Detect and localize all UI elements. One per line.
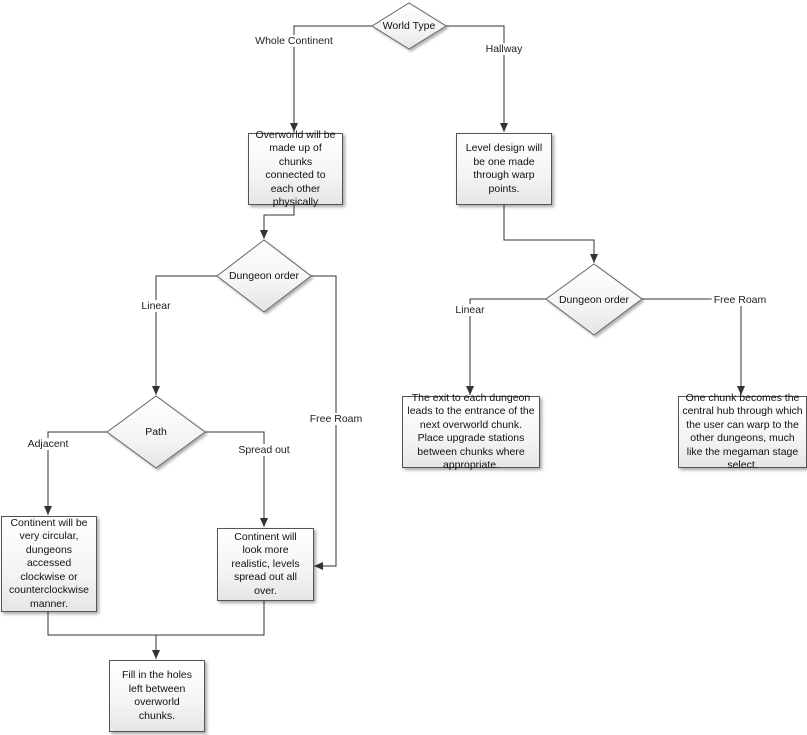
level-design-box: Level design will be one made through wa… — [456, 133, 552, 205]
hallway-label: Hallway — [483, 43, 525, 55]
world-type-label: World Type — [382, 20, 436, 32]
spread-out-label: Spread out — [236, 444, 292, 456]
exit-each-dungeon-box: The exit to each dungeon leads to the en… — [402, 392, 540, 471]
whole-continent-label: Whole Continent — [253, 35, 335, 47]
connector-level-to-order — [503, 205, 598, 263]
connector-hallway — [446, 25, 508, 132]
linear-left-label: Linear — [139, 300, 173, 312]
connector-free-roam-right — [642, 298, 745, 395]
world-type-diamond — [371, 2, 447, 50]
adjacent-label: Adjacent — [25, 438, 71, 450]
dungeon-order-left-diamond — [216, 239, 312, 313]
dungeon-order-right-label: Dungeon order — [558, 293, 630, 306]
dungeon-order-right-diamond — [545, 263, 643, 336]
connector-linear-left — [152, 275, 217, 395]
fill-holes-box: Fill in the holes left between overworld… — [109, 660, 205, 732]
path-label: Path — [145, 426, 167, 438]
free-roam-right-label: Free Roam — [711, 294, 769, 306]
continent-circular-box: Continent will be very circular, dungeon… — [1, 516, 97, 612]
free-roam-left-label: Free Roam — [307, 413, 365, 425]
connector-realistic-to-fill — [156, 601, 265, 636]
linear-right-label: Linear — [453, 304, 487, 316]
connector-circular-to-fill — [47, 612, 160, 659]
connector-adjacent — [44, 431, 107, 515]
path-diamond — [106, 395, 206, 469]
connector-overworld-to-order — [260, 205, 295, 239]
connector-spread-out — [205, 431, 268, 527]
connector-linear-right — [466, 298, 546, 395]
continent-realistic-box: Continent will look more realistic, leve… — [217, 528, 314, 601]
overworld-box: Overworld will be made up of chunks conn… — [248, 129, 343, 208]
dungeon-order-left-label: Dungeon order — [228, 270, 300, 282]
central-hub-box: One chunk becomes the central hub throug… — [678, 392, 807, 471]
connector-whole-continent — [290, 25, 372, 132]
